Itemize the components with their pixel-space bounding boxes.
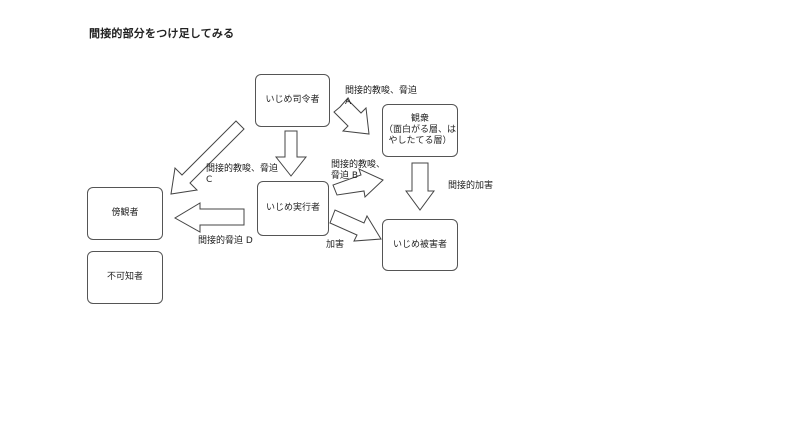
arrow-ringleader-to-audience (333, 98, 370, 135)
node-perpetrator-label: いじめ実行者 (265, 203, 320, 213)
edge-label-indirect-harm: 間接的加害 (448, 181, 494, 191)
arrow-ringleader-to-perpetrator (274, 130, 308, 177)
arrow-perpetrator-to-victim (329, 209, 382, 242)
edge-label-c: 間接的教唆、脅迫 C (206, 164, 279, 185)
node-victim-label: いじめ被害者 (392, 239, 447, 250)
arrow-perpetrator-to-audience (332, 168, 384, 199)
node-audience: 観衆 （面白がる層、は やしたてる層） (382, 104, 458, 157)
edge-label-d: 間接的脅迫 D (198, 236, 253, 246)
node-victim: いじめ被害者 (382, 219, 458, 271)
node-unaware-label: 不可知者 (106, 272, 143, 282)
diagram-title: 間接的部分をつけ足してみる (89, 27, 235, 40)
arrow-ringleader-to-bystander (170, 120, 245, 195)
node-ringleader-label: いじめ司令者 (265, 95, 320, 105)
arrow-audience-to-victim (405, 162, 435, 211)
node-perpetrator: いじめ実行者 (257, 181, 329, 236)
arrow-perpetrator-to-bystander (174, 202, 245, 233)
node-bystander-label: 傍観者 (111, 208, 139, 218)
edge-label-b: 間接的教唆、 脅迫 B (331, 160, 386, 181)
edge-label-harm: 加害 (326, 240, 345, 250)
node-audience-label: 観衆 （面白がる層、は やしたてる層） (383, 114, 456, 146)
node-ringleader: いじめ司令者 (255, 74, 330, 127)
edge-label-a: 間接的教唆、脅迫 A (345, 86, 418, 107)
node-unaware: 不可知者 (87, 251, 163, 304)
node-bystander: 傍観者 (87, 187, 163, 240)
